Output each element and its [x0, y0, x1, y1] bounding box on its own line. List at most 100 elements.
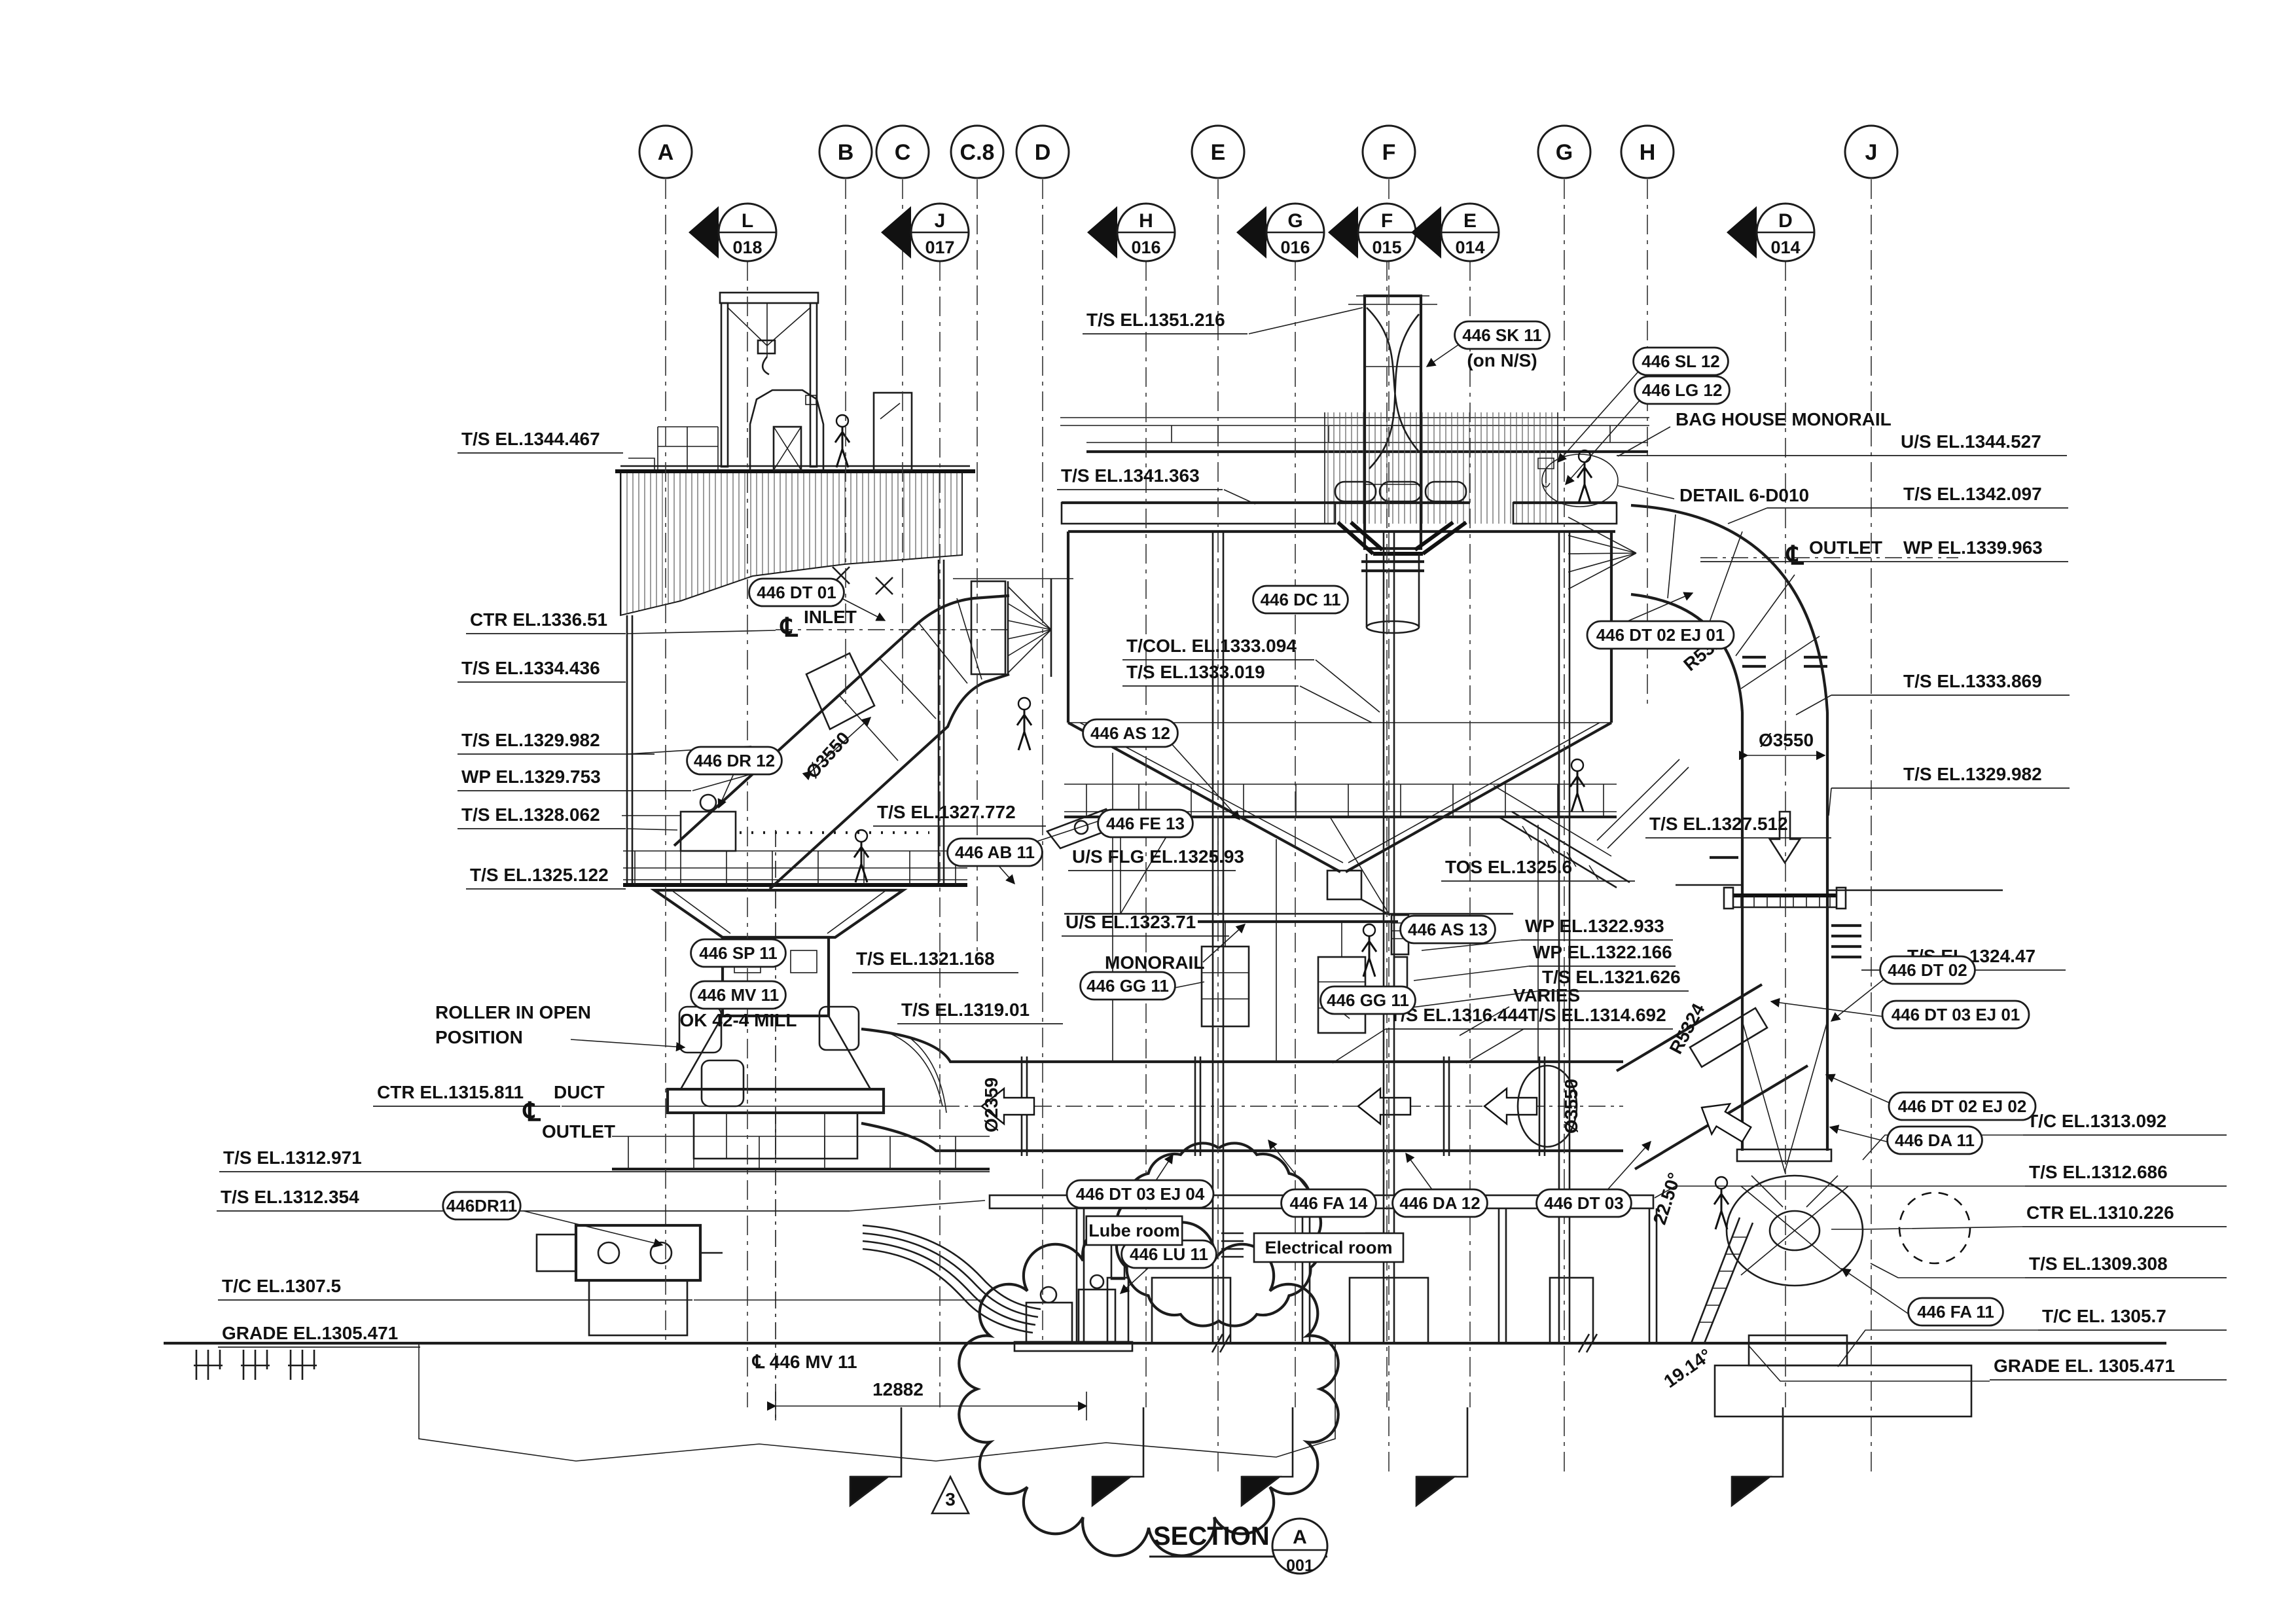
flag-arrow	[689, 206, 719, 259]
label-text: T/S EL.1344.467	[461, 429, 600, 449]
flag-letter: J	[935, 210, 946, 232]
equipment-tag	[1280, 1188, 1377, 1218]
flag-letter: L	[742, 210, 753, 232]
detail-balloon	[1541, 454, 1619, 507]
equipment-tag-text: 446 DT 01	[757, 583, 836, 602]
equipment-tag	[1097, 808, 1194, 839]
equipment-tag-text: 446 DC 11	[1261, 590, 1341, 609]
label-text: (on N/S)	[1467, 350, 1537, 370]
label-text: T/S EL.1312.686	[2029, 1162, 2168, 1182]
label-text: TOS EL.1325.6	[1445, 857, 1572, 877]
grid-bubble-label: C	[895, 140, 911, 165]
flag-arrow	[1328, 206, 1358, 259]
flag-arrow	[1236, 206, 1266, 259]
label-text: T/S EL.1342.097	[1903, 484, 2042, 504]
label-text: WP EL.1329.753	[461, 767, 601, 787]
mill-building	[615, 291, 975, 887]
equipment-tag	[1634, 375, 1731, 405]
flag-number: 016	[1280, 238, 1310, 257]
equipment-tag-text: 446 DT 03 EJ 04	[1076, 1184, 1205, 1204]
label-text: T/C EL. 1305.7	[2042, 1306, 2166, 1326]
equipment-tag-text: 446 DA 12	[1399, 1193, 1480, 1213]
equipment-tag-text: 446 DA 11	[1895, 1130, 1975, 1150]
label-text: DETAIL 6-D010	[1679, 485, 1809, 505]
equipment-tag	[1881, 1000, 2030, 1030]
label-text: BAG HOUSE MONORAIL	[1676, 409, 1892, 429]
grid-bubble-label: B	[838, 140, 854, 165]
label-text: ℄	[522, 1098, 541, 1127]
equipment-tag	[1888, 1091, 2037, 1121]
label-text: T/S EL.1329.982	[461, 730, 600, 750]
equipment-tag-text: 446 SL 12	[1641, 352, 1720, 371]
flag-letter: D	[1778, 210, 1793, 232]
label-text: DUCT	[554, 1082, 605, 1102]
label-text: ℄ 446 MV 11	[751, 1352, 857, 1372]
right-duct-and-fan	[1568, 503, 2003, 1367]
equipment-tag	[1066, 1179, 1215, 1209]
grid-bubble-label: C.8	[960, 140, 995, 165]
title-circle	[1271, 1517, 1329, 1575]
grid-bubble-label: H	[1640, 140, 1656, 165]
label-text: POSITION	[435, 1027, 523, 1047]
equipment-tag-text: 446 DT 02 EJ 01	[1596, 625, 1725, 645]
flag-number: 014	[1770, 238, 1800, 257]
title-circle-top: A	[1293, 1526, 1307, 1548]
label-text: GRADE EL.1305.471	[222, 1323, 398, 1343]
equipment-tag	[1907, 1297, 2004, 1327]
label-text: 12882	[872, 1379, 924, 1399]
plenum-columns	[1211, 532, 1571, 1343]
flag-number: 015	[1372, 238, 1401, 257]
label-text: T/C EL.1313.092	[2027, 1111, 2166, 1131]
label-text: CTR EL.1310.226	[2026, 1202, 2174, 1223]
label-text: T/S EL.1333.019	[1126, 662, 1265, 682]
label-text: T/S EL.1334.436	[461, 658, 600, 678]
equipment-tag	[690, 980, 787, 1010]
grid-bubble-label: A	[658, 140, 674, 165]
label-text: U/S EL.1344.527	[1901, 431, 2041, 452]
grid-bubble-F	[1361, 124, 1416, 179]
label-text: MONORAIL	[1105, 952, 1204, 973]
flag-letter: G	[1287, 210, 1302, 232]
equipment-tag-text: 446 DT 02	[1888, 960, 1967, 980]
break-x	[832, 566, 893, 595]
flag-number: 017	[925, 238, 954, 257]
grid-bubble-G	[1537, 124, 1592, 179]
equipment-tag	[686, 746, 783, 776]
hoist-trolley	[1537, 458, 1554, 488]
equipment-tag	[1879, 955, 1976, 985]
label-text: T/S EL.1327.772	[877, 802, 1016, 822]
room-label-text: Lube room	[1088, 1221, 1180, 1240]
label-text: OK 42-4 MILL	[680, 1010, 797, 1030]
equipment-tag	[1252, 585, 1349, 615]
label-text: Ø2359	[981, 1077, 1001, 1132]
label-text: T/S EL.1319.01	[901, 1000, 1030, 1020]
flag-number: 016	[1131, 238, 1160, 257]
equipment-tag-text: 446 MV 11	[698, 985, 779, 1005]
equipment-tag-text: 446 LU 11	[1130, 1244, 1208, 1264]
equipment-tag-text: 446 AS 12	[1090, 723, 1170, 743]
grid-bubble-label: F	[1382, 140, 1396, 165]
label-text: WP EL.1322.933	[1525, 916, 1664, 936]
equipment-tag	[1319, 985, 1416, 1015]
flag-arrow	[1727, 206, 1757, 259]
label-text: WP EL.1322.166	[1533, 942, 1672, 962]
label-text: OUTLET	[1809, 537, 1882, 558]
dimension-12882	[767, 1392, 1088, 1420]
label-text: U/S EL.1323.71	[1066, 912, 1196, 932]
down-flow-arrow	[1768, 810, 1802, 865]
equipment-tag-text: 446 FA 11	[1917, 1302, 1994, 1322]
equipment-tag	[1632, 346, 1729, 376]
label-text: ROLLER IN OPEN	[435, 1002, 591, 1022]
label-text: T/S EL.1329.982	[1903, 764, 2042, 784]
flag-arrow	[1411, 206, 1441, 259]
label-text: T/S EL.1309.308	[2029, 1254, 2168, 1274]
grid-bubble-B	[818, 124, 873, 179]
flag-number: 018	[732, 238, 762, 257]
grid-bubble-label: J	[1865, 140, 1878, 165]
equipment-tag	[1399, 914, 1496, 945]
flag-letter: F	[1381, 210, 1393, 232]
label-text: T/S EL.1327.512	[1649, 814, 1788, 834]
